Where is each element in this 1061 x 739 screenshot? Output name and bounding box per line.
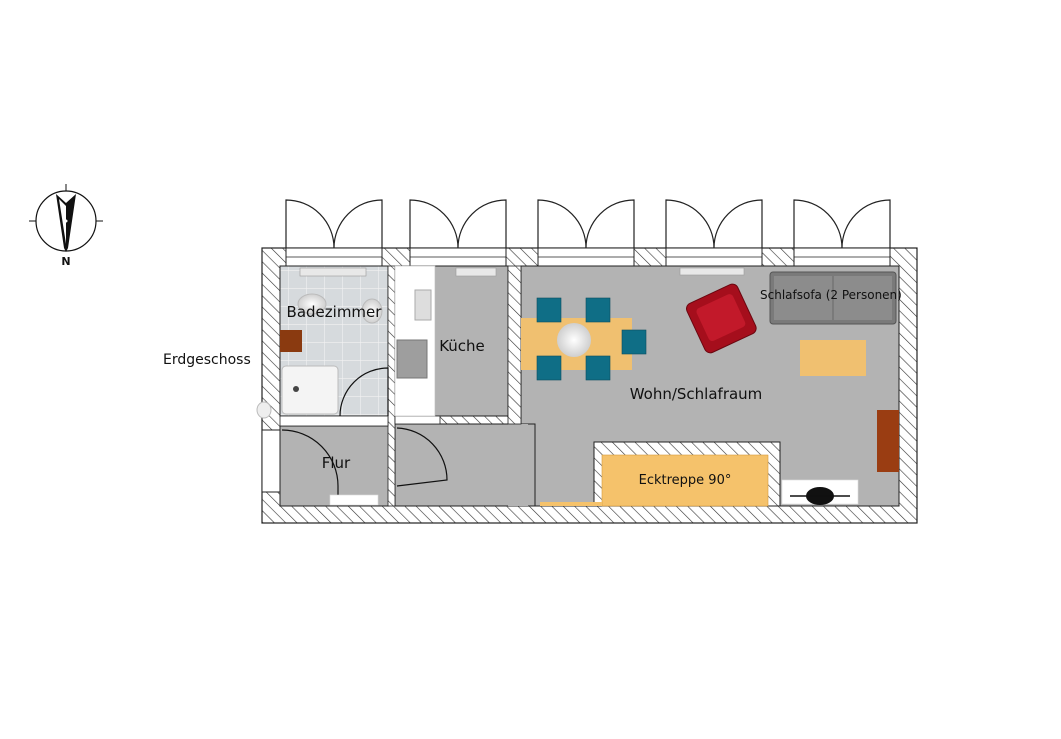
bathroom-fixtures [256, 267, 389, 419]
bathroom-door-swing [339, 367, 389, 417]
living-floor-extension [508, 424, 528, 506]
compass-center [64, 219, 68, 223]
partition-bath-hall [279, 415, 389, 427]
hallway-shelf [329, 494, 379, 506]
radiator-bathroom [299, 267, 367, 277]
compass-north-letter: N [61, 255, 70, 268]
side-cabinet [877, 410, 899, 472]
sink [297, 293, 327, 315]
window-swings [285, 199, 891, 249]
corridor-door-swing [396, 427, 448, 487]
room-label-living: Wohn/Schlafraum [630, 385, 763, 403]
bath-cabinet [280, 330, 302, 352]
shower-head [256, 401, 272, 419]
window-2 [409, 199, 507, 249]
floor-label: Erdgeschoss [163, 352, 251, 368]
partition-kitchen-lower [394, 415, 441, 425]
radiator-kitchen [455, 267, 497, 277]
sofa-label: Schlafsofa (2 Personen) [760, 288, 902, 302]
compass-rose: N [29, 184, 103, 268]
armchair [686, 283, 757, 354]
window-5 [793, 199, 891, 249]
table-lamp [557, 323, 591, 357]
chair-4 [585, 355, 611, 381]
stairs-landing-edge [540, 502, 602, 506]
sofa-bed [769, 271, 897, 325]
shower-drain [293, 386, 299, 392]
radiator-living [679, 267, 745, 276]
window-3 [537, 199, 635, 249]
chair-3 [536, 355, 562, 381]
room-label-hallway: Flur [322, 454, 351, 472]
room-label-bathroom: Badezimmer [287, 303, 383, 321]
toilet [361, 298, 383, 324]
kitchen-fixtures [394, 265, 497, 417]
chair-5 [621, 329, 647, 355]
shower-tray [281, 365, 339, 415]
partition-bath-kitchen [387, 265, 396, 507]
dining-area [521, 297, 647, 381]
stairs-label: Ecktreppe 90° [639, 473, 732, 488]
entrance-opening [261, 429, 281, 493]
hallway-door-swing [281, 429, 339, 500]
room-label-kitchen: Küche [439, 337, 485, 355]
window-4 [665, 199, 763, 249]
chair-2 [585, 297, 611, 323]
compass-needle-highlight [59, 199, 66, 244]
stove [396, 339, 428, 379]
corner-stairs [601, 454, 769, 507]
kitchen-sink [414, 289, 432, 321]
chair-1 [536, 297, 562, 323]
coffee-table [800, 340, 866, 376]
window-1 [285, 199, 383, 249]
partition-kitchen-living [507, 265, 522, 425]
